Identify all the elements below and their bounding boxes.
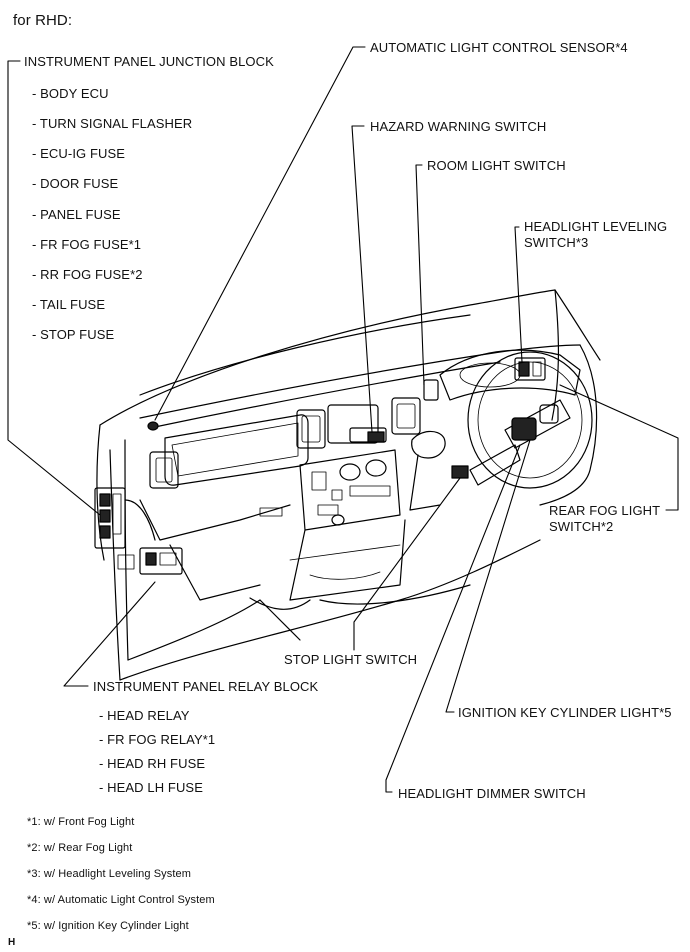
- junction-item: - ECU-IG FUSE: [32, 146, 126, 161]
- junction-item: - DOOR FUSE: [32, 176, 119, 191]
- footnote: *2: w/ Rear Fog Light: [27, 842, 133, 854]
- leader-auto-light-sensor: [154, 46, 366, 421]
- label-ignition-key-cylinder-light: IGNITION KEY CYLINDER LIGHT*5: [458, 705, 672, 720]
- label-rear-fog-light-switch-1: REAR FOG LIGHT: [549, 503, 661, 518]
- dashboard-body: [94, 289, 601, 681]
- leader-stop-light: [353, 477, 461, 651]
- figure-code: H: [8, 937, 16, 948]
- junction-item: - STOP FUSE: [32, 327, 115, 342]
- junction-item: - FR FOG FUSE*1: [32, 237, 142, 252]
- label-headlight-leveling-switch-1: HEADLIGHT LEVELING: [524, 219, 668, 234]
- leader-lines: [7, 46, 679, 793]
- junction-item: - TURN SIGNAL FLASHER: [32, 116, 193, 131]
- leader-room-light: [415, 164, 425, 386]
- relay-item: - HEAD RELAY: [99, 708, 190, 723]
- junction-item: - BODY ECU: [32, 86, 109, 101]
- footnote: *1: w/ Front Fog Light: [27, 816, 135, 828]
- label-instrument-panel-junction-block: INSTRUMENT PANEL JUNCTION BLOCK: [24, 54, 274, 69]
- label-room-light-switch: ROOM LIGHT SWITCH: [427, 158, 566, 173]
- relay-item: - FR FOG RELAY*1: [99, 732, 216, 747]
- label-headlight-dimmer-switch: HEADLIGHT DIMMER SWITCH: [398, 786, 586, 801]
- relay-item: - HEAD LH FUSE: [99, 780, 203, 795]
- leader-ignition-key: [445, 439, 531, 713]
- label-headlight-leveling-switch-2: SWITCH*3: [524, 235, 589, 250]
- junction-item: - TAIL FUSE: [32, 297, 106, 312]
- label-stop-light-switch: STOP LIGHT SWITCH: [284, 652, 418, 667]
- leader-hazard-switch: [351, 125, 373, 433]
- junction-item: - RR FOG FUSE*2: [32, 267, 143, 282]
- leader-headlight-leveling: [514, 226, 523, 363]
- label-instrument-panel-relay-block: INSTRUMENT PANEL RELAY BLOCK: [93, 679, 319, 694]
- page-title: for RHD:: [13, 12, 73, 29]
- label-automatic-light-control-sensor: AUTOMATIC LIGHT CONTROL SENSOR*4: [370, 40, 628, 55]
- leader-rear-fog: [559, 384, 679, 511]
- footnote: *5: w/ Ignition Key Cylinder Light: [27, 920, 189, 932]
- relay-item: - HEAD RH FUSE: [99, 756, 206, 771]
- junction-item: - PANEL FUSE: [32, 207, 121, 222]
- leader-junction-block: [7, 60, 101, 516]
- footnote: *4: w/ Automatic Light Control System: [27, 894, 215, 906]
- leader-relay-block: [63, 581, 156, 687]
- label-hazard-warning-switch: HAZARD WARNING SWITCH: [370, 119, 547, 134]
- footnote: *3: w/ Headlight Leveling System: [27, 868, 192, 880]
- label-rear-fog-light-switch-2: SWITCH*2: [549, 519, 614, 534]
- leader-headlight-dimmer: [385, 444, 521, 793]
